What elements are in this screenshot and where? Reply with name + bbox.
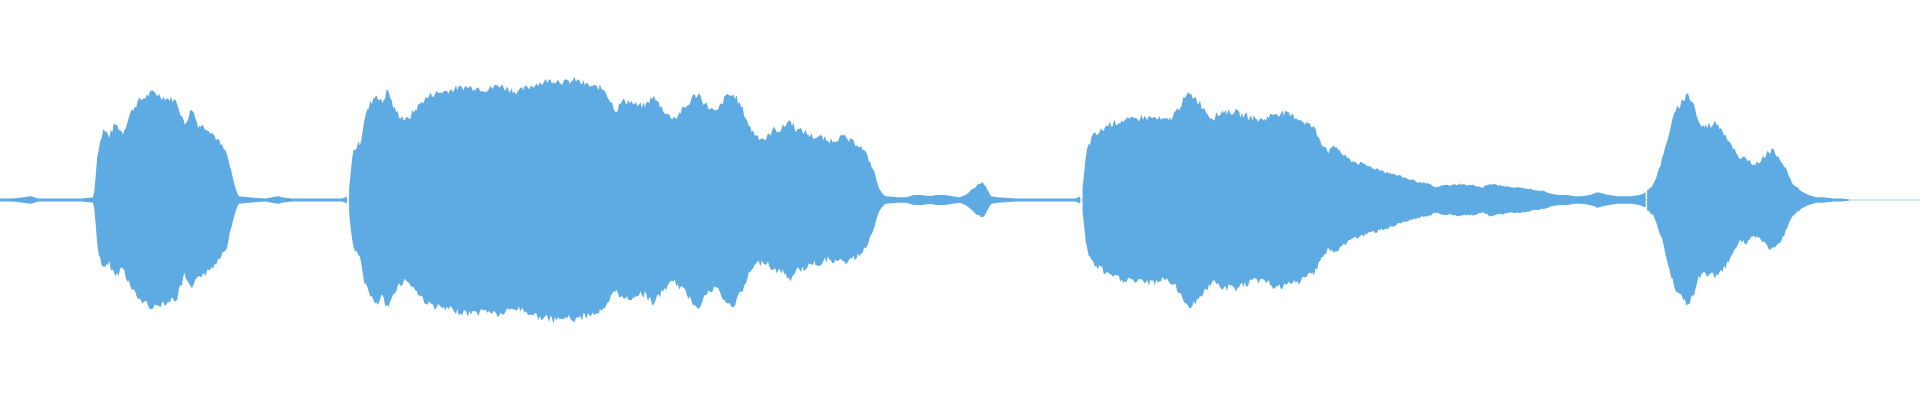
waveform-segments (0, 76, 1849, 323)
waveform-segment-4 (1647, 93, 1849, 306)
waveform-segment-2 (349, 76, 1081, 323)
waveform-segment-1 (0, 90, 347, 310)
waveform-segment-3 (1082, 91, 1646, 309)
